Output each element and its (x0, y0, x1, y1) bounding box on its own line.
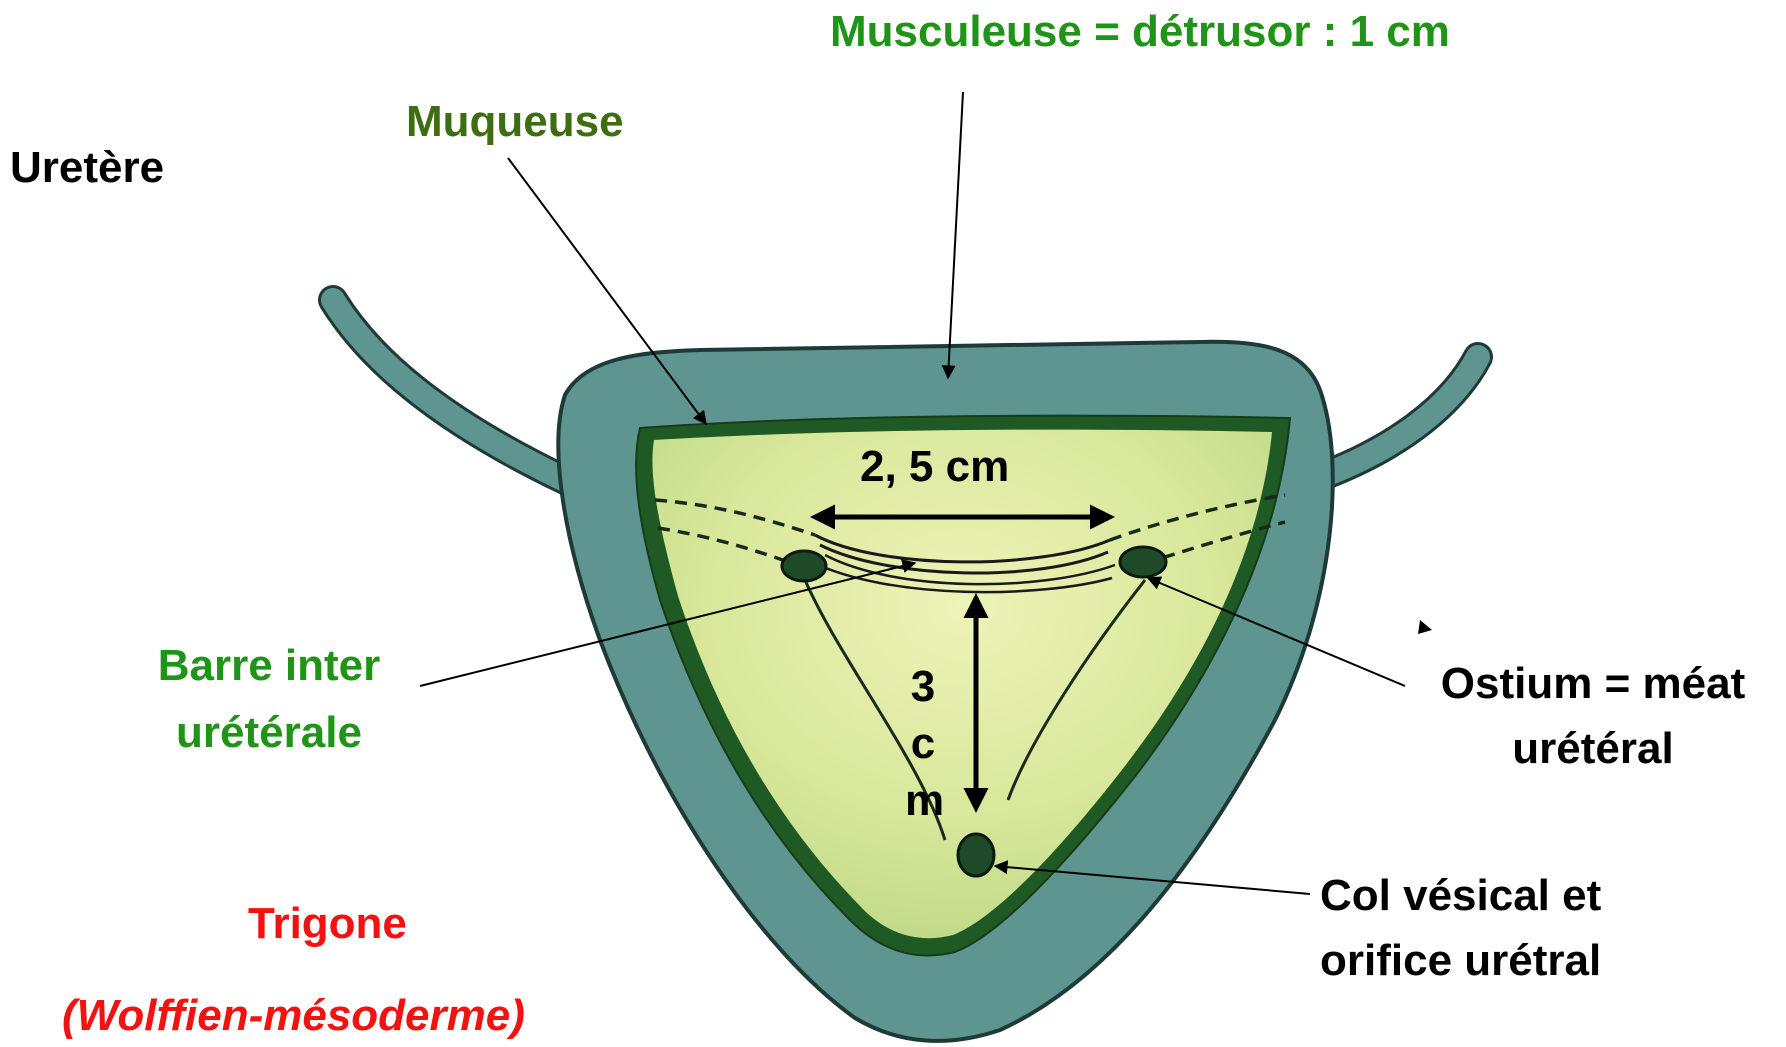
muqueuse-label: Muqueuse (406, 96, 624, 148)
width-measure-label: 2, 5 cm (860, 441, 1009, 493)
col-label-line2: orifice urétral (1320, 935, 1601, 987)
musculeuse-label: Musculeuse = détrusor : 1 cm (830, 6, 1450, 58)
uretere-label: Uretère (10, 142, 164, 194)
urethral-orifice (958, 834, 994, 876)
ostium-label-line1: Ostium = méat (1405, 658, 1781, 710)
trigone-label: Trigone (248, 898, 407, 950)
right-ureteric-orifice (1120, 547, 1166, 577)
ostium-label-line2: urétéral (1405, 723, 1781, 775)
musculeuse-pointer (948, 92, 963, 378)
barre-label-line2: urétérale (124, 707, 414, 759)
stray-mark (1418, 620, 1432, 634)
left-ureteric-orifice (782, 551, 826, 581)
col-label-line1: Col vésical et (1320, 870, 1601, 922)
right-ureter-fill (1325, 357, 1478, 475)
height-measure-label: 3 c m (905, 658, 941, 829)
barre-label-line1: Barre inter (124, 640, 414, 692)
wolffien-label: (Wolffien-mésoderme) (62, 990, 525, 1042)
